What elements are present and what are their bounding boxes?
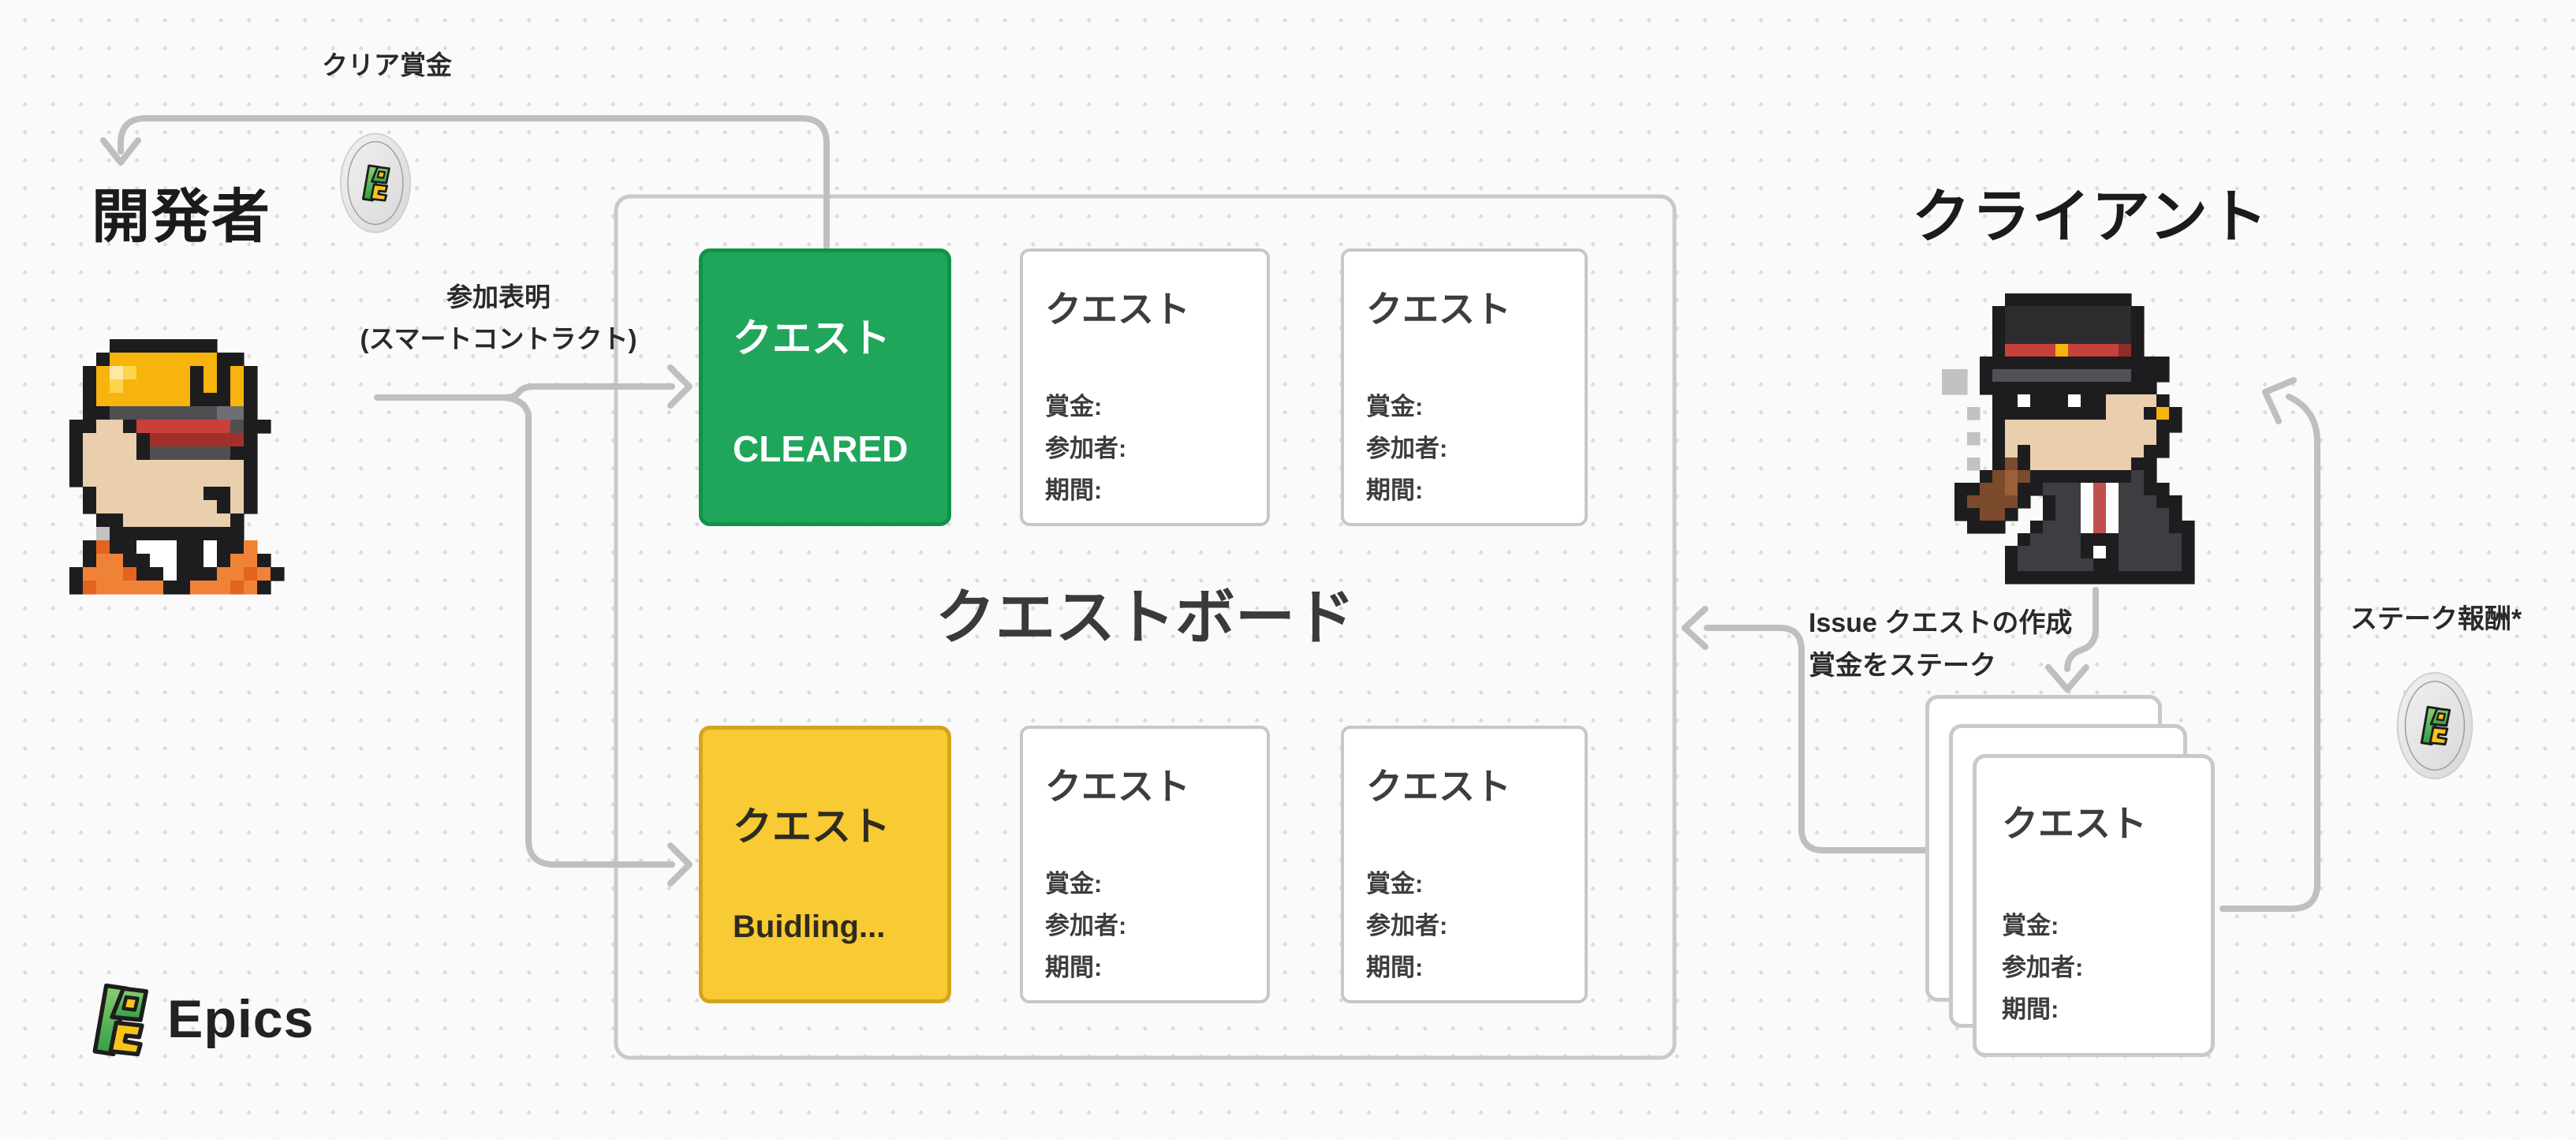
issue-label: Issue クエストの作成 賞金をステーク <box>1809 603 2072 687</box>
field-reward: 賞金: <box>1366 870 1424 898</box>
quest-card-title: クエスト <box>1366 766 1511 807</box>
field-period: 期間: <box>1366 954 1424 981</box>
quest-card-status: CLEARED <box>733 428 909 469</box>
quest-card-title: クエスト <box>1045 289 1190 330</box>
arrow-participation-to-cleared <box>500 364 693 409</box>
issue-line1: Issue クエストの作成 <box>1809 608 2073 638</box>
arrow-clear-reward <box>100 115 830 249</box>
quest-card-fields: 賞金: 参加者: 期間: <box>1045 863 1126 988</box>
developer-pixel-avatar <box>69 339 285 595</box>
quest-card-open: クエスト 賞金: 参加者: 期間: <box>1020 248 1270 526</box>
quest-card-title: クエスト <box>2002 803 2147 844</box>
field-reward: 賞金: <box>2002 912 2059 939</box>
field-period: 期間: <box>1045 954 1103 981</box>
arrow-issue-to-stack <box>2045 587 2099 693</box>
participation-line1: 参加表明 <box>446 282 551 312</box>
stack-card-front: クエスト 賞金: 参加者: 期間: <box>1973 754 2215 1057</box>
quest-card-fields: 賞金: 参加者: 期間: <box>2002 905 2083 1030</box>
field-participants: 参加者: <box>1045 912 1127 939</box>
client-pixel-avatar <box>1942 293 2195 584</box>
stake-reward-label: ステーク報酬* <box>2350 604 2522 634</box>
quest-card-title: クエスト <box>1045 766 1190 807</box>
field-participants: 参加者: <box>1366 435 1448 462</box>
epics-logo-mark-icon <box>95 986 146 1055</box>
developer-label: 開発者 <box>91 184 271 249</box>
client-label: クライアント <box>1912 184 2270 249</box>
quest-card-open: クエスト 賞金: 参加者: 期間: <box>1020 726 1270 1003</box>
quest-card-status: Buidling... <box>733 909 886 944</box>
field-period: 期間: <box>2002 995 2059 1023</box>
arrow-stack-to-board <box>1682 606 1930 853</box>
quest-card-title: クエスト <box>733 805 890 849</box>
quest-card-title: クエスト <box>1366 289 1511 330</box>
issue-line2: 賞金をステーク <box>1809 650 1996 681</box>
field-participants: 参加者: <box>1366 912 1448 939</box>
quest-card-fields: 賞金: 参加者: 期間: <box>1045 386 1126 511</box>
participation-label: 参加表明 (スマートコントラクト) <box>325 276 672 360</box>
arrow-stake-reward <box>2219 377 2320 912</box>
brand-name: Epics <box>167 989 315 1049</box>
quest-card-title: クエスト <box>733 316 890 360</box>
field-period: 期間: <box>1366 476 1424 504</box>
coin-icon-clear-reward <box>341 133 410 232</box>
quest-card-building: クエスト Buidling... <box>699 726 951 1003</box>
field-participants: 参加者: <box>2002 954 2084 981</box>
field-reward: 賞金: <box>1045 870 1103 898</box>
field-participants: 参加者: <box>1045 435 1127 462</box>
field-period: 期間: <box>1045 476 1103 504</box>
field-reward: 賞金: <box>1366 393 1424 420</box>
quest-card-open: クエスト 賞金: 参加者: 期間: <box>1341 248 1588 526</box>
arrow-participation-to-building <box>500 394 693 887</box>
quest-board-outline <box>614 194 1677 1060</box>
field-reward: 賞金: <box>1045 393 1103 420</box>
quest-card-fields: 賞金: 参加者: 期間: <box>1366 386 1447 511</box>
quest-card-fields: 賞金: 参加者: 期間: <box>1366 863 1447 988</box>
quest-board-title: クエストボード <box>935 584 1355 652</box>
quest-card-cleared: クエスト CLEARED <box>699 248 951 526</box>
quest-card-open: クエスト 賞金: 参加者: 期間: <box>1341 726 1588 1003</box>
participation-line2: (スマートコントラクト) <box>360 324 637 354</box>
clear-reward-label: クリア賞金 <box>322 50 452 80</box>
coin-icon-stake-reward <box>2398 673 2473 779</box>
